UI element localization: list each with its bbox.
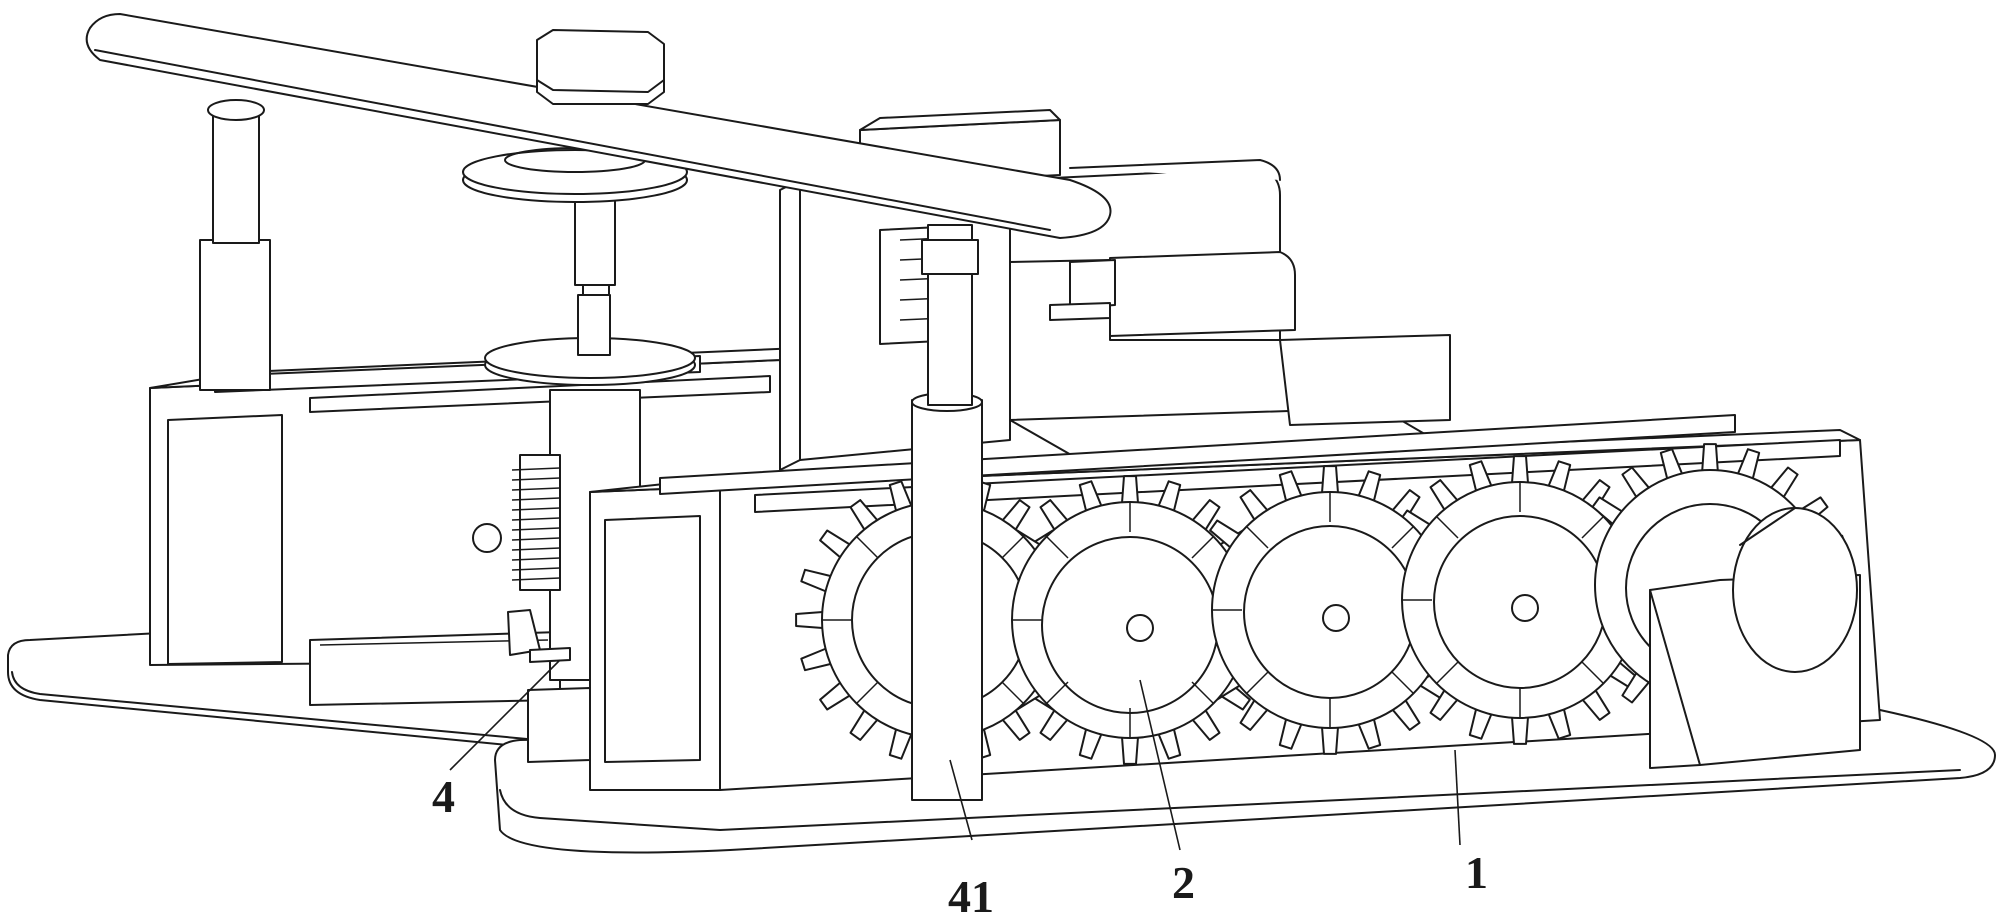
label-column: 41 bbox=[948, 871, 994, 916]
upper-spindle bbox=[462, 147, 688, 286]
swing-arm bbox=[85, 13, 1112, 239]
gear-tooth bbox=[1510, 714, 1530, 745]
gear-2 bbox=[1011, 501, 1249, 739]
gear-tooth bbox=[1320, 465, 1340, 496]
gear-4 bbox=[1401, 481, 1639, 719]
column[interactable] bbox=[911, 224, 983, 801]
label-clamp: 4 bbox=[432, 771, 455, 822]
gear-tooth bbox=[1120, 475, 1140, 506]
gear-tooth bbox=[1320, 724, 1340, 755]
gear-tooth bbox=[795, 610, 826, 630]
lower-spindle bbox=[484, 214, 696, 386]
gear-tooth bbox=[1701, 443, 1719, 474]
callout-labels: 4 41 2 1 bbox=[432, 771, 1488, 916]
gear-3 bbox=[1211, 491, 1449, 729]
label-gear: 2 bbox=[1172, 857, 1195, 908]
gear-tooth bbox=[1510, 455, 1530, 486]
gear-tooth bbox=[1120, 734, 1140, 765]
left-post bbox=[199, 99, 271, 391]
motor bbox=[1649, 507, 1861, 769]
leader-lines bbox=[449, 659, 1461, 851]
label-base: 1 bbox=[1465, 847, 1488, 898]
